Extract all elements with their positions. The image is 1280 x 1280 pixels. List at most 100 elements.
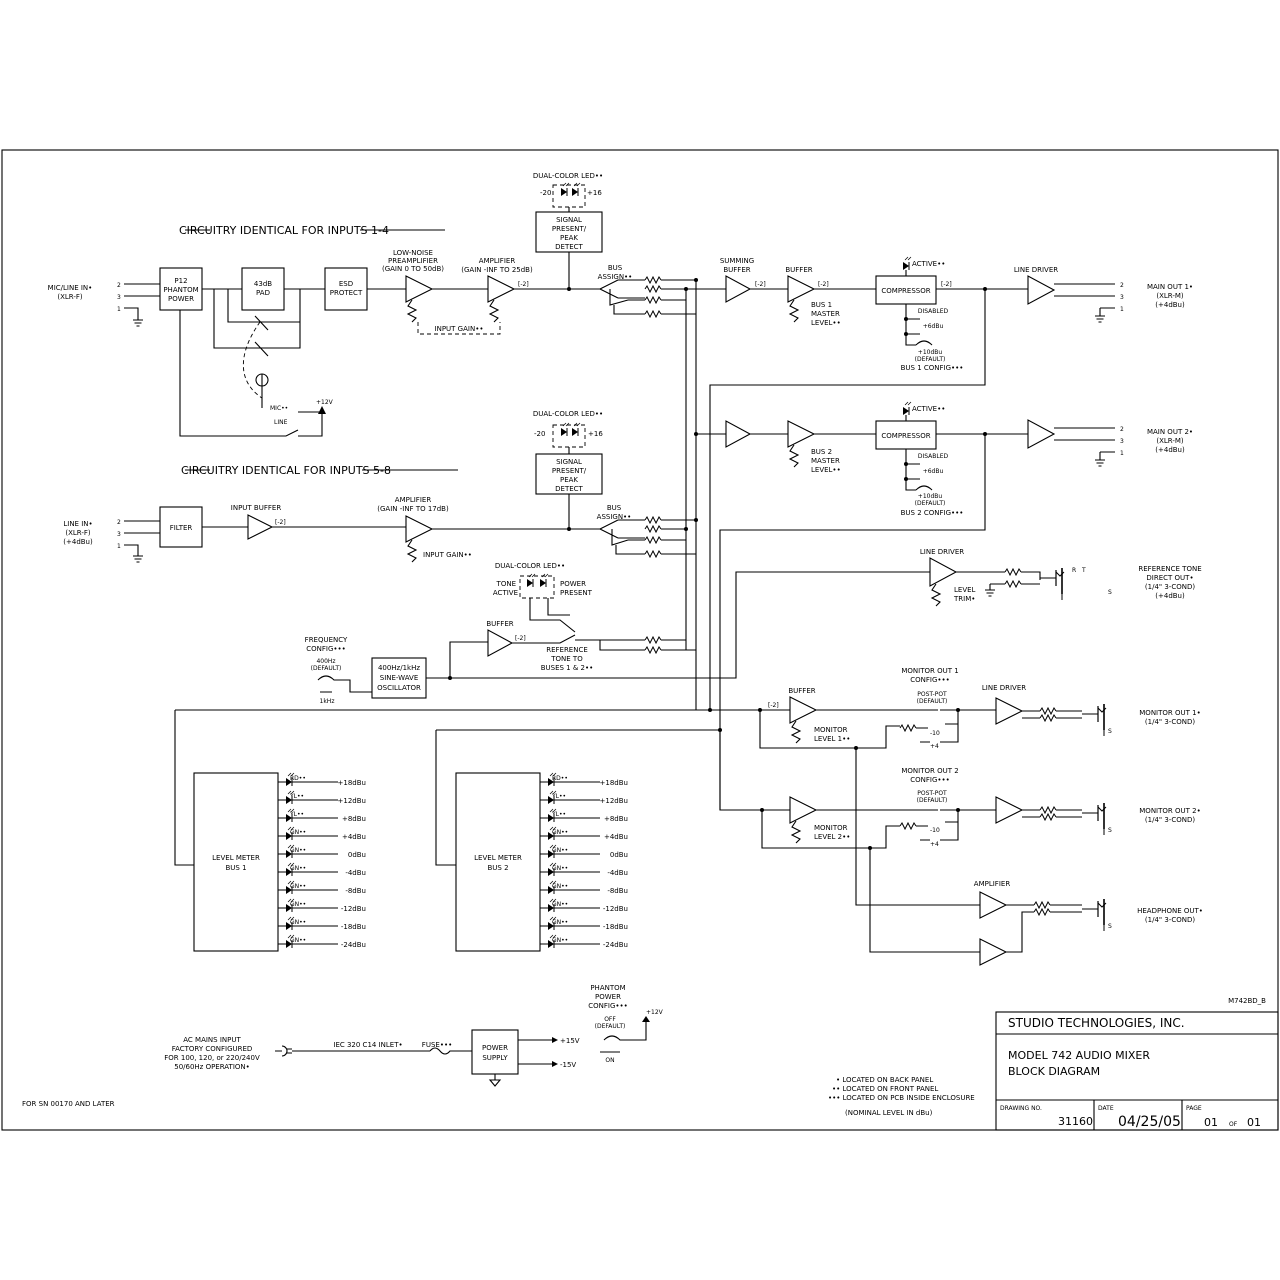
led-color-label: YL•• bbox=[551, 793, 566, 800]
monitor2-config-label: CONFIG••• bbox=[910, 776, 950, 784]
headphone-out-chain: AMPLIFIER S HEADPHONE OUT• (1/4" 3-COND) bbox=[854, 746, 1203, 966]
bus2-master-pot bbox=[788, 444, 800, 468]
headphone-feed bbox=[855, 748, 980, 953]
amp2-gain-pot bbox=[406, 539, 418, 563]
meter-level-label: 0dBu bbox=[348, 851, 366, 859]
summing-buffer-label: BUFFER bbox=[723, 266, 750, 274]
oscillator-output-wires bbox=[426, 571, 930, 679]
bus1-master-label: LEVEL•• bbox=[811, 319, 841, 327]
amp2-triangle bbox=[405, 515, 434, 543]
serial-note: FOR SN 00170 AND LATER bbox=[22, 1100, 115, 1108]
jack-r-label: R bbox=[1072, 567, 1076, 574]
headphone-wires bbox=[1050, 904, 1082, 913]
pad-label: 43dB bbox=[254, 280, 272, 288]
pad-bypass-wires bbox=[213, 289, 301, 349]
bus2-master-label: MASTER bbox=[811, 457, 840, 465]
power-led-label: POWER bbox=[560, 580, 586, 588]
meter-level-label: +4dBu bbox=[604, 833, 628, 841]
ac-mains-label: FOR 100, 120, or 220/240V bbox=[164, 1054, 260, 1062]
fuse-icon bbox=[429, 1047, 472, 1055]
plus12v-label: +12V bbox=[316, 399, 334, 406]
drawing-no: 31160 bbox=[1058, 1115, 1093, 1128]
preamp-gain-pot bbox=[406, 299, 418, 323]
monitor1-config-label: MONITOR OUT 1 bbox=[901, 667, 958, 675]
meter-level-label: -8dBu bbox=[345, 887, 366, 895]
meter-level-label: -12dBu bbox=[341, 905, 366, 913]
mic-switch-label: MIC•• bbox=[270, 405, 288, 412]
resistor-icon bbox=[644, 310, 662, 318]
freq-config-label: FREQUENCY bbox=[305, 636, 348, 644]
line-driver-label: LINE DRIVER bbox=[982, 684, 1026, 692]
ref-tone-label: TONE TO bbox=[550, 655, 583, 663]
led-color-label: GN•• bbox=[290, 919, 306, 926]
amp2-label: (GAIN -INF TO 17dB) bbox=[377, 505, 449, 513]
monitor2-config-jumpers bbox=[916, 809, 959, 841]
power-supply-label: SUPPLY bbox=[482, 1054, 508, 1062]
preamp-label: PREAMPLIFIER bbox=[388, 257, 438, 265]
ground-icon bbox=[132, 555, 144, 563]
resistor-icon bbox=[644, 516, 662, 524]
monitor-out1-label: (1/4" 3-COND) bbox=[1145, 718, 1195, 726]
compressor-block bbox=[875, 275, 937, 305]
pin-label: 3 bbox=[1120, 294, 1124, 301]
power-section: AC MAINS INPUT FACTORY CONFIGURED FOR 10… bbox=[164, 984, 664, 1087]
mic-line-switch bbox=[179, 310, 323, 437]
resistor-icon bbox=[644, 550, 662, 558]
freq-jumper bbox=[317, 675, 372, 693]
mic-line-in-connector: (XLR-F) bbox=[57, 293, 83, 301]
plus4-label: +4 bbox=[930, 743, 939, 750]
led-minus20: -20 bbox=[534, 430, 545, 438]
resistor-icon bbox=[1039, 806, 1057, 814]
amplifier-label: AMPLIFIER bbox=[974, 880, 1011, 888]
bus1-buffer-triangle bbox=[787, 275, 816, 303]
monitor2-feed bbox=[435, 729, 790, 866]
level-trim-pot bbox=[930, 583, 942, 607]
meter-led-row: RD••+18dBu bbox=[278, 772, 366, 787]
active-label: ACTIVE•• bbox=[912, 405, 945, 413]
legend: • LOCATED ON BACK PANEL •• LOCATED ON FR… bbox=[22, 997, 1266, 1117]
jack-t-label: T bbox=[1081, 567, 1086, 574]
legend-pcb: ••• LOCATED ON PCB INSIDE ENCLOSURE bbox=[828, 1094, 975, 1102]
freq-1k-label: 1kHz bbox=[320, 698, 335, 705]
level-meter-bus2: LEVEL METER BUS 2 RD••+18dBuYL••+12dBuYL… bbox=[455, 772, 628, 952]
ref-out-wires bbox=[956, 571, 1005, 590]
title-block: STUDIO TECHNOLOGIES, INC. MODEL 742 AUDI… bbox=[995, 1011, 1279, 1131]
signal-label: SIGNAL bbox=[556, 458, 582, 466]
bus-feed-wires bbox=[661, 519, 696, 555]
pad-label: PAD bbox=[256, 289, 270, 297]
plus6-label: +6dBu bbox=[923, 323, 944, 330]
level-meter-bus1-block bbox=[193, 772, 279, 952]
tone-led-label: TONE bbox=[496, 580, 516, 588]
led-color-label: RD•• bbox=[552, 775, 568, 782]
post-pot-label: (DEFAULT) bbox=[917, 698, 948, 705]
ground-icon bbox=[984, 589, 996, 597]
meter-led-row: YL••+12dBu bbox=[278, 790, 366, 805]
monitor-out2-label: MONITOR OUT 2• bbox=[1139, 807, 1200, 815]
filter-label: FILTER bbox=[170, 524, 193, 532]
headphone-out-label: HEADPHONE OUT• bbox=[1137, 907, 1203, 915]
signal-label: DETECT bbox=[555, 485, 583, 493]
oscillator-label: SINE-WAVE bbox=[380, 674, 419, 682]
supply-rails bbox=[518, 1039, 552, 1065]
line-input-section: CIRCUITRY IDENTICAL FOR INPUTS 5-8 LINE … bbox=[63, 410, 698, 563]
ref-tone-out-label: (+4dBu) bbox=[1155, 592, 1185, 600]
meter-level-label: +8dBu bbox=[604, 815, 628, 823]
phantom-jumper bbox=[600, 1022, 647, 1053]
power-led-label: PRESENT bbox=[560, 589, 593, 597]
resistor-icon bbox=[644, 646, 662, 654]
resistor-icon bbox=[899, 822, 917, 830]
esd-label: PROTECT bbox=[330, 289, 363, 297]
monitor1-prepot-wire bbox=[759, 710, 900, 749]
reference-tone-section: DUAL-COLOR LED•• TONE ACTIVE POWER PRESE… bbox=[305, 562, 930, 705]
signal-present-block bbox=[535, 211, 603, 253]
compressor-label: COMPRESSOR bbox=[881, 287, 930, 295]
active-led-icon bbox=[902, 401, 912, 416]
quarter-inch-jack-icon bbox=[1081, 703, 1107, 737]
meter-led-row: GN••-4dBu bbox=[540, 862, 628, 877]
input-gain-label: INPUT GAIN•• bbox=[423, 551, 472, 559]
amp2-label: AMPLIFIER bbox=[395, 496, 432, 504]
resistor-icon bbox=[644, 636, 662, 644]
bus2-return bbox=[719, 434, 986, 810]
minus10-label: -10 bbox=[930, 827, 940, 834]
input-gain-gang bbox=[417, 322, 501, 335]
